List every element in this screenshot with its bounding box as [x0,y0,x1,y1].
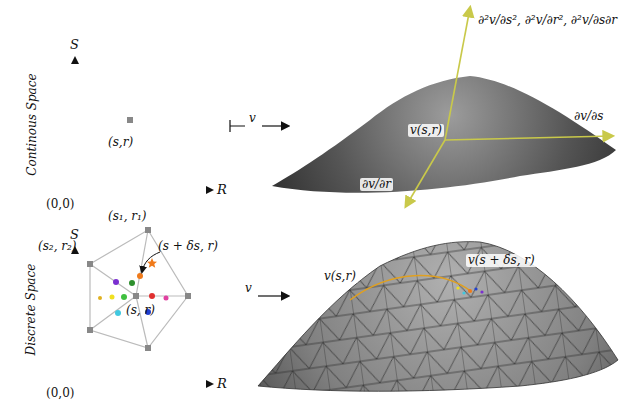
value-label: v(s,r) [408,124,444,137]
vertex-label: (s₂, r₂) [38,240,77,253]
axis-label: R [217,183,227,197]
space-title: Discrete Space [25,264,38,356]
axis-label: S [70,38,79,52]
point-label: (s, r) [126,304,155,317]
origin-label: (0,0) [46,387,74,400]
value-label: v(s + δs, r) [466,254,537,267]
space-title: Continous Space [25,74,38,176]
vertex-label: (s₁, r₁) [108,210,147,223]
function-label: v [245,282,252,295]
derivative-label: ∂v/∂s [574,110,603,123]
value-label: v(s,r) [322,270,358,283]
axis-label: R [217,377,227,391]
origin-label: (0,0) [46,198,74,211]
function-label: v [249,112,256,125]
point-label: (s,r) [108,136,133,149]
derivative-label: ∂²v/∂s², ∂²v/∂r², ∂²v/∂s∂r [478,14,617,27]
point-label: (s + δs, r) [158,240,218,253]
derivative-label: ∂v/∂r [360,178,393,191]
